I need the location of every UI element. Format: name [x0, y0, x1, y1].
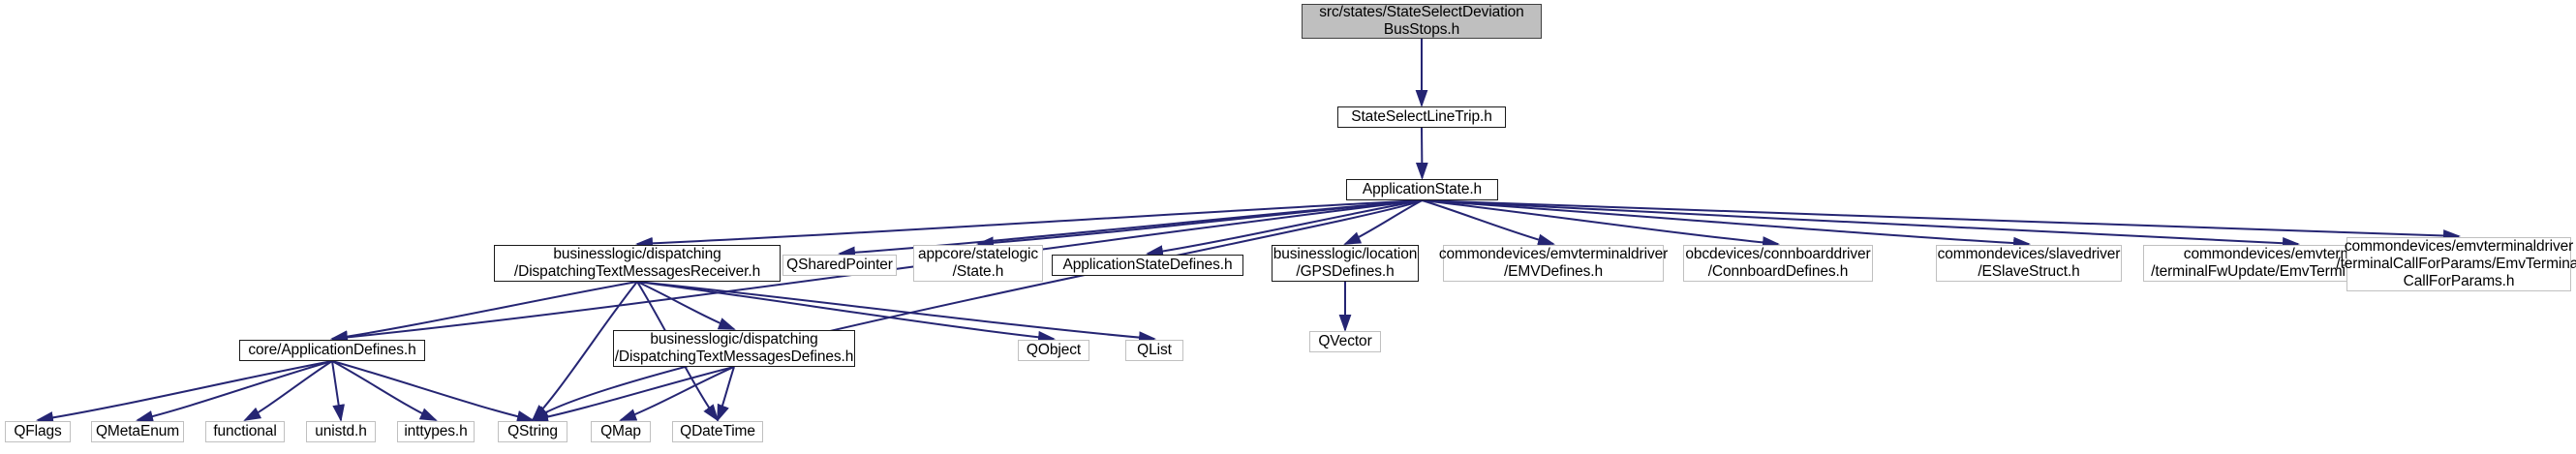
graph-node-eslave[interactable]: commondevices/slavedriver /ESlaveStruct.…: [1936, 245, 2122, 282]
graph-node-lineTrip[interactable]: StateSelectLineTrip.h: [1337, 106, 1506, 128]
graph-edge-appDefines-to-functional: [243, 360, 333, 421]
graph-edge-appDefines-to-qflags: [36, 360, 333, 424]
graph-node-qmetaenum[interactable]: QMetaEnum: [91, 421, 184, 442]
graph-edge-dispatchRecv-to-appDefines: [330, 281, 638, 344]
graph-edge-appState-to-state: [976, 199, 1423, 250]
graph-edge-lineTrip-to-appState: [1415, 127, 1428, 180]
graph-node-functional[interactable]: functional: [205, 421, 285, 442]
graph-edge-dispatchDefines-to-qdatetime: [717, 366, 735, 422]
graph-node-qmap[interactable]: QMap: [591, 421, 651, 442]
graph-node-qobject[interactable]: QObject: [1018, 340, 1089, 361]
graph-node-root[interactable]: src/states/StateSelectDeviation BusStops…: [1302, 4, 1542, 39]
graph-edge-appState-to-fwUpdate: [1422, 199, 2300, 250]
graph-edge-appDefines-to-qstring: [331, 360, 535, 423]
graph-edge-dispatchRecv-to-dispatchDefines: [636, 281, 736, 330]
graph-edge-dispatchDefines-to-qstring: [531, 366, 735, 424]
graph-edge-appDefines-to-qmetaenum: [136, 360, 333, 423]
graph-node-appDefines[interactable]: core/ApplicationDefines.h: [239, 340, 425, 361]
graph-node-dispatchRecv[interactable]: businesslogic/dispatching /DispatchingTe…: [494, 245, 781, 282]
graph-edge-appState-to-emvDefines: [1422, 199, 1555, 247]
graph-node-state[interactable]: appcore/statelogic /State.h: [913, 245, 1043, 282]
graph-node-qstring[interactable]: QString: [498, 421, 567, 442]
graph-node-unistd[interactable]: unistd.h: [306, 421, 376, 442]
graph-edge-appState-to-dispatchRecv: [635, 199, 1423, 250]
graph-edge-appState-to-callForParams: [1422, 199, 2461, 242]
graph-edge-appDefines-to-inttypes: [331, 360, 438, 421]
graph-edge-appState-to-eslave: [1422, 199, 2031, 250]
graph-node-connboard[interactable]: obcdevices/connboarddriver /ConnboardDef…: [1683, 245, 1873, 282]
graph-node-inttypes[interactable]: inttypes.h: [397, 421, 475, 442]
graph-edge-appState-to-gpsDefines: [1343, 199, 1423, 245]
graph-node-qsharedpointer[interactable]: QSharedPointer: [782, 255, 897, 276]
graph-edge-appDefines-to-unistd: [331, 360, 345, 422]
graph-node-callForParams[interactable]: commondevices/emvterminaldriver /termina…: [2336, 237, 2576, 291]
graph-node-qvector[interactable]: QVector: [1309, 331, 1381, 352]
graph-node-qdatetime[interactable]: QDateTime: [672, 421, 763, 442]
graph-edge-appState-to-connboard: [1422, 199, 1780, 249]
graph-node-appStateDefines[interactable]: ApplicationStateDefines.h: [1052, 255, 1243, 276]
graph-node-appState[interactable]: ApplicationState.h: [1346, 179, 1498, 200]
graph-node-dispatchDefines[interactable]: businesslogic/dispatching /DispatchingTe…: [613, 330, 855, 367]
graph-node-qlist[interactable]: QList: [1125, 340, 1183, 361]
graph-edge-dispatchDefines-to-qmap: [619, 366, 735, 421]
graph-node-gpsDefines[interactable]: businesslogic/location /GPSDefines.h: [1272, 245, 1419, 282]
graph-node-emvDefines[interactable]: commondevices/emvterminaldriver /EMVDefi…: [1438, 245, 1669, 282]
graph-edge-appState-to-qstring: [531, 199, 1423, 422]
graph-node-qflags[interactable]: QFlags: [5, 421, 71, 442]
